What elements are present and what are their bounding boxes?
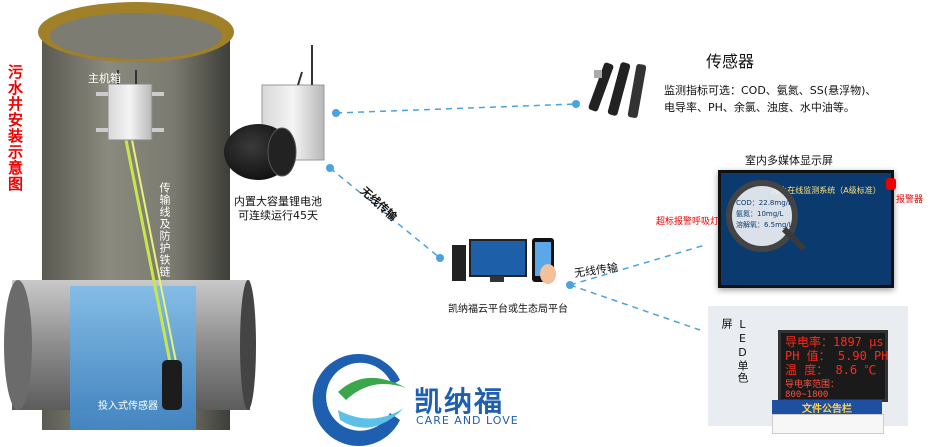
logo-swoosh-cyan xyxy=(338,408,404,428)
hand xyxy=(540,264,556,284)
monitoring-station xyxy=(224,45,325,180)
link-station-sensor xyxy=(335,103,577,114)
led-row-ph: PH 值： 5.90 PH xyxy=(785,349,889,363)
sensor-title: 传感器 xyxy=(706,52,755,71)
sensor-desc-line1: 监测指标可选：COD、氨氮、SS(悬浮物)、 xyxy=(664,84,877,97)
led-row-conductivity: 导电率：1897 μs xyxy=(785,335,884,349)
battery-label-line1: 内置大容量锂电池 xyxy=(234,195,322,208)
battery-label-line2: 可连续运行45天 xyxy=(238,209,318,222)
submersible-sensor xyxy=(162,360,182,410)
cloud-devices xyxy=(452,238,556,284)
logo-swoosh-green xyxy=(338,377,406,400)
pc-monitor-stand xyxy=(490,276,504,282)
link-cloud-led xyxy=(569,284,701,331)
sewer-well xyxy=(4,2,256,430)
connection-links xyxy=(326,100,706,331)
sensor-desc-line2: 电导率、PH、余氯、浊度、水中油等。 xyxy=(664,101,855,114)
cable-label: 传输线及防护铁链 xyxy=(158,182,171,278)
link-node xyxy=(572,100,580,108)
breathing-light-tag: 超标报警呼吸灯 xyxy=(656,217,720,227)
probe-tip xyxy=(594,70,602,78)
led-range: 导电率范围：800~1800 xyxy=(785,380,840,400)
probe xyxy=(627,64,647,118)
notice-board-title: 文件公告栏 xyxy=(772,400,882,415)
sensor-label: 投入式传感器 xyxy=(98,401,158,412)
sensor-probes xyxy=(588,62,647,118)
well-opening xyxy=(50,13,222,59)
notice-board xyxy=(772,414,884,434)
mag-row-ammonia: 氨氮：10mg/L xyxy=(736,210,784,218)
host-box-bracket xyxy=(152,128,164,132)
battery-cap xyxy=(267,127,297,177)
pc-tower xyxy=(452,245,466,281)
pc-monitor xyxy=(469,239,527,277)
link-node xyxy=(566,281,574,289)
host-box xyxy=(107,83,153,141)
link-station-cloud xyxy=(329,167,441,259)
link-node xyxy=(332,109,340,117)
probe xyxy=(607,62,631,116)
indoor-screen-title: 室内多媒体显示屏 xyxy=(745,154,833,167)
cloud-platform-label: 凯纳福云平台或生态局平台 xyxy=(448,304,568,315)
host-box-bracket xyxy=(96,128,108,132)
alarm-icon xyxy=(886,178,896,190)
station-antenna xyxy=(297,71,303,86)
host-box-bracket xyxy=(96,92,108,96)
protective-chain xyxy=(131,139,177,363)
brand-name-en: CARE AND LOVE xyxy=(416,414,519,427)
magnifier-glass: COD：22.8mg/L 氨氮：10mg/L 溶解氧：6.5mg/L xyxy=(726,180,798,252)
link-node xyxy=(326,164,334,172)
probe xyxy=(588,62,614,112)
pipe-end-right xyxy=(240,280,256,410)
link-node xyxy=(436,254,444,262)
link-cloud-indoor xyxy=(569,244,706,286)
mag-row-cod: COD：22.8mg/L xyxy=(736,199,792,207)
well-title: 污水井安装示意图 xyxy=(6,64,24,192)
brand-name-cn: 凯纳福 xyxy=(414,385,505,418)
host-box-bracket xyxy=(152,92,164,96)
brand-logo-mark xyxy=(312,354,406,446)
led-screen: 导电率：1897 μs PH 值： 5.90 PH 温 度： 8.6 ℃ 导电率… xyxy=(778,330,888,402)
logo-swoosh-blue xyxy=(312,354,400,446)
host-box-label: 主机箱 xyxy=(88,72,121,85)
alarm-tag: 报警器 xyxy=(896,195,924,205)
mag-row-oxygen: 溶解氧：6.5mg/L xyxy=(736,221,793,229)
transmission-cable xyxy=(124,139,172,363)
led-screen-label: LED单色屏 xyxy=(720,318,749,384)
led-row-temp: 温 度： 8.6 ℃ xyxy=(785,363,877,377)
pipe-end-left xyxy=(4,280,32,410)
indoor-screen-header: 污水在线监测系统（A级标准） xyxy=(771,186,881,195)
